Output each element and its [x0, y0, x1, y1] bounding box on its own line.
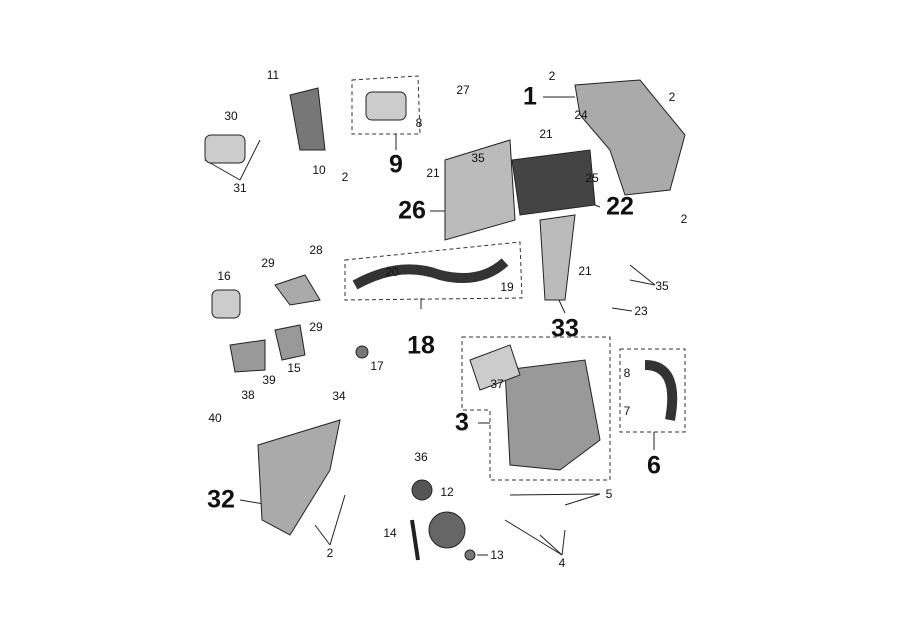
callout: 2 — [668, 90, 676, 104]
callout: 35 — [655, 279, 669, 293]
callout: 39 — [262, 373, 276, 387]
callout: 20 — [385, 265, 399, 279]
group-box-9 — [351, 75, 421, 135]
callout: 15 — [287, 361, 301, 375]
part-18-hose — [352, 258, 509, 290]
part-1-air-duct — [574, 79, 686, 196]
callout: 2 — [326, 546, 334, 560]
part-33-bracket — [539, 214, 576, 301]
part-36-bearing — [411, 479, 433, 501]
callout: 28 — [309, 243, 323, 257]
group-box-3 — [461, 336, 611, 481]
part-17-clamp — [355, 345, 369, 359]
callout: 25 — [585, 171, 599, 185]
callout: 35 — [471, 151, 485, 165]
callout: 17 — [370, 359, 384, 373]
group-boxes — [344, 75, 686, 481]
part-shapes — [204, 79, 686, 561]
callout: 10 — [312, 163, 326, 177]
callout: 30 — [224, 109, 238, 123]
part-26-bracket — [444, 139, 516, 241]
part-3-compressor — [504, 359, 601, 471]
callout: 8 — [415, 116, 423, 130]
callout: 31 — [233, 181, 247, 195]
part-10-box — [289, 87, 326, 151]
group-box-6 — [619, 348, 686, 433]
group-callout: 18 — [407, 331, 435, 360]
part-37-shield — [469, 344, 521, 391]
callout: 16 — [217, 269, 231, 283]
part-30-sleeve — [204, 134, 246, 164]
group-callout: 32 — [207, 485, 235, 514]
callout: 19 — [500, 280, 514, 294]
callout: 29 — [261, 256, 275, 270]
part-12-pulley — [428, 511, 466, 549]
callout: 37 — [490, 377, 504, 391]
callout: 13 — [490, 548, 504, 562]
callout: 21 — [539, 127, 553, 141]
callout: 38 — [241, 388, 255, 402]
callout: 4 — [558, 556, 566, 570]
callout: 2 — [341, 170, 349, 184]
callout: 27 — [456, 83, 470, 97]
callout: 7 — [623, 404, 631, 418]
callout: 36 — [414, 450, 428, 464]
part-9-sleeve — [365, 91, 407, 121]
part-32-cover — [257, 419, 341, 536]
part-14-belt — [410, 519, 420, 561]
callout: 40 — [208, 411, 222, 425]
callout: 24 — [574, 108, 588, 122]
callout: 14 — [383, 526, 397, 540]
callout: 5 — [605, 487, 613, 501]
group-callout: 33 — [551, 314, 579, 343]
part-38-housing — [229, 339, 266, 373]
part-13-nut — [464, 549, 476, 561]
part-15-housing — [274, 324, 306, 361]
group-callout: 9 — [389, 150, 403, 179]
callout: 21 — [578, 264, 592, 278]
part-28-elbow — [274, 274, 321, 306]
part-6-hose — [644, 360, 678, 421]
callout: 21 — [426, 166, 440, 180]
callout: 8 — [623, 366, 631, 380]
part-22-intercooler — [511, 149, 596, 216]
group-callout: 26 — [398, 196, 426, 225]
callout: 2 — [548, 69, 556, 83]
callout: 11 — [266, 68, 280, 82]
group-callout: 22 — [606, 192, 634, 221]
part-16-pipe — [211, 289, 241, 319]
callout: 34 — [332, 389, 346, 403]
callout: 23 — [634, 304, 648, 318]
group-callout: 3 — [455, 408, 469, 437]
group-box-18 — [344, 241, 523, 301]
callout: 12 — [440, 485, 454, 499]
group-callout: 6 — [647, 451, 661, 480]
group-callout: 1 — [523, 82, 537, 111]
callout: 29 — [309, 320, 323, 334]
callout: 2 — [680, 212, 688, 226]
